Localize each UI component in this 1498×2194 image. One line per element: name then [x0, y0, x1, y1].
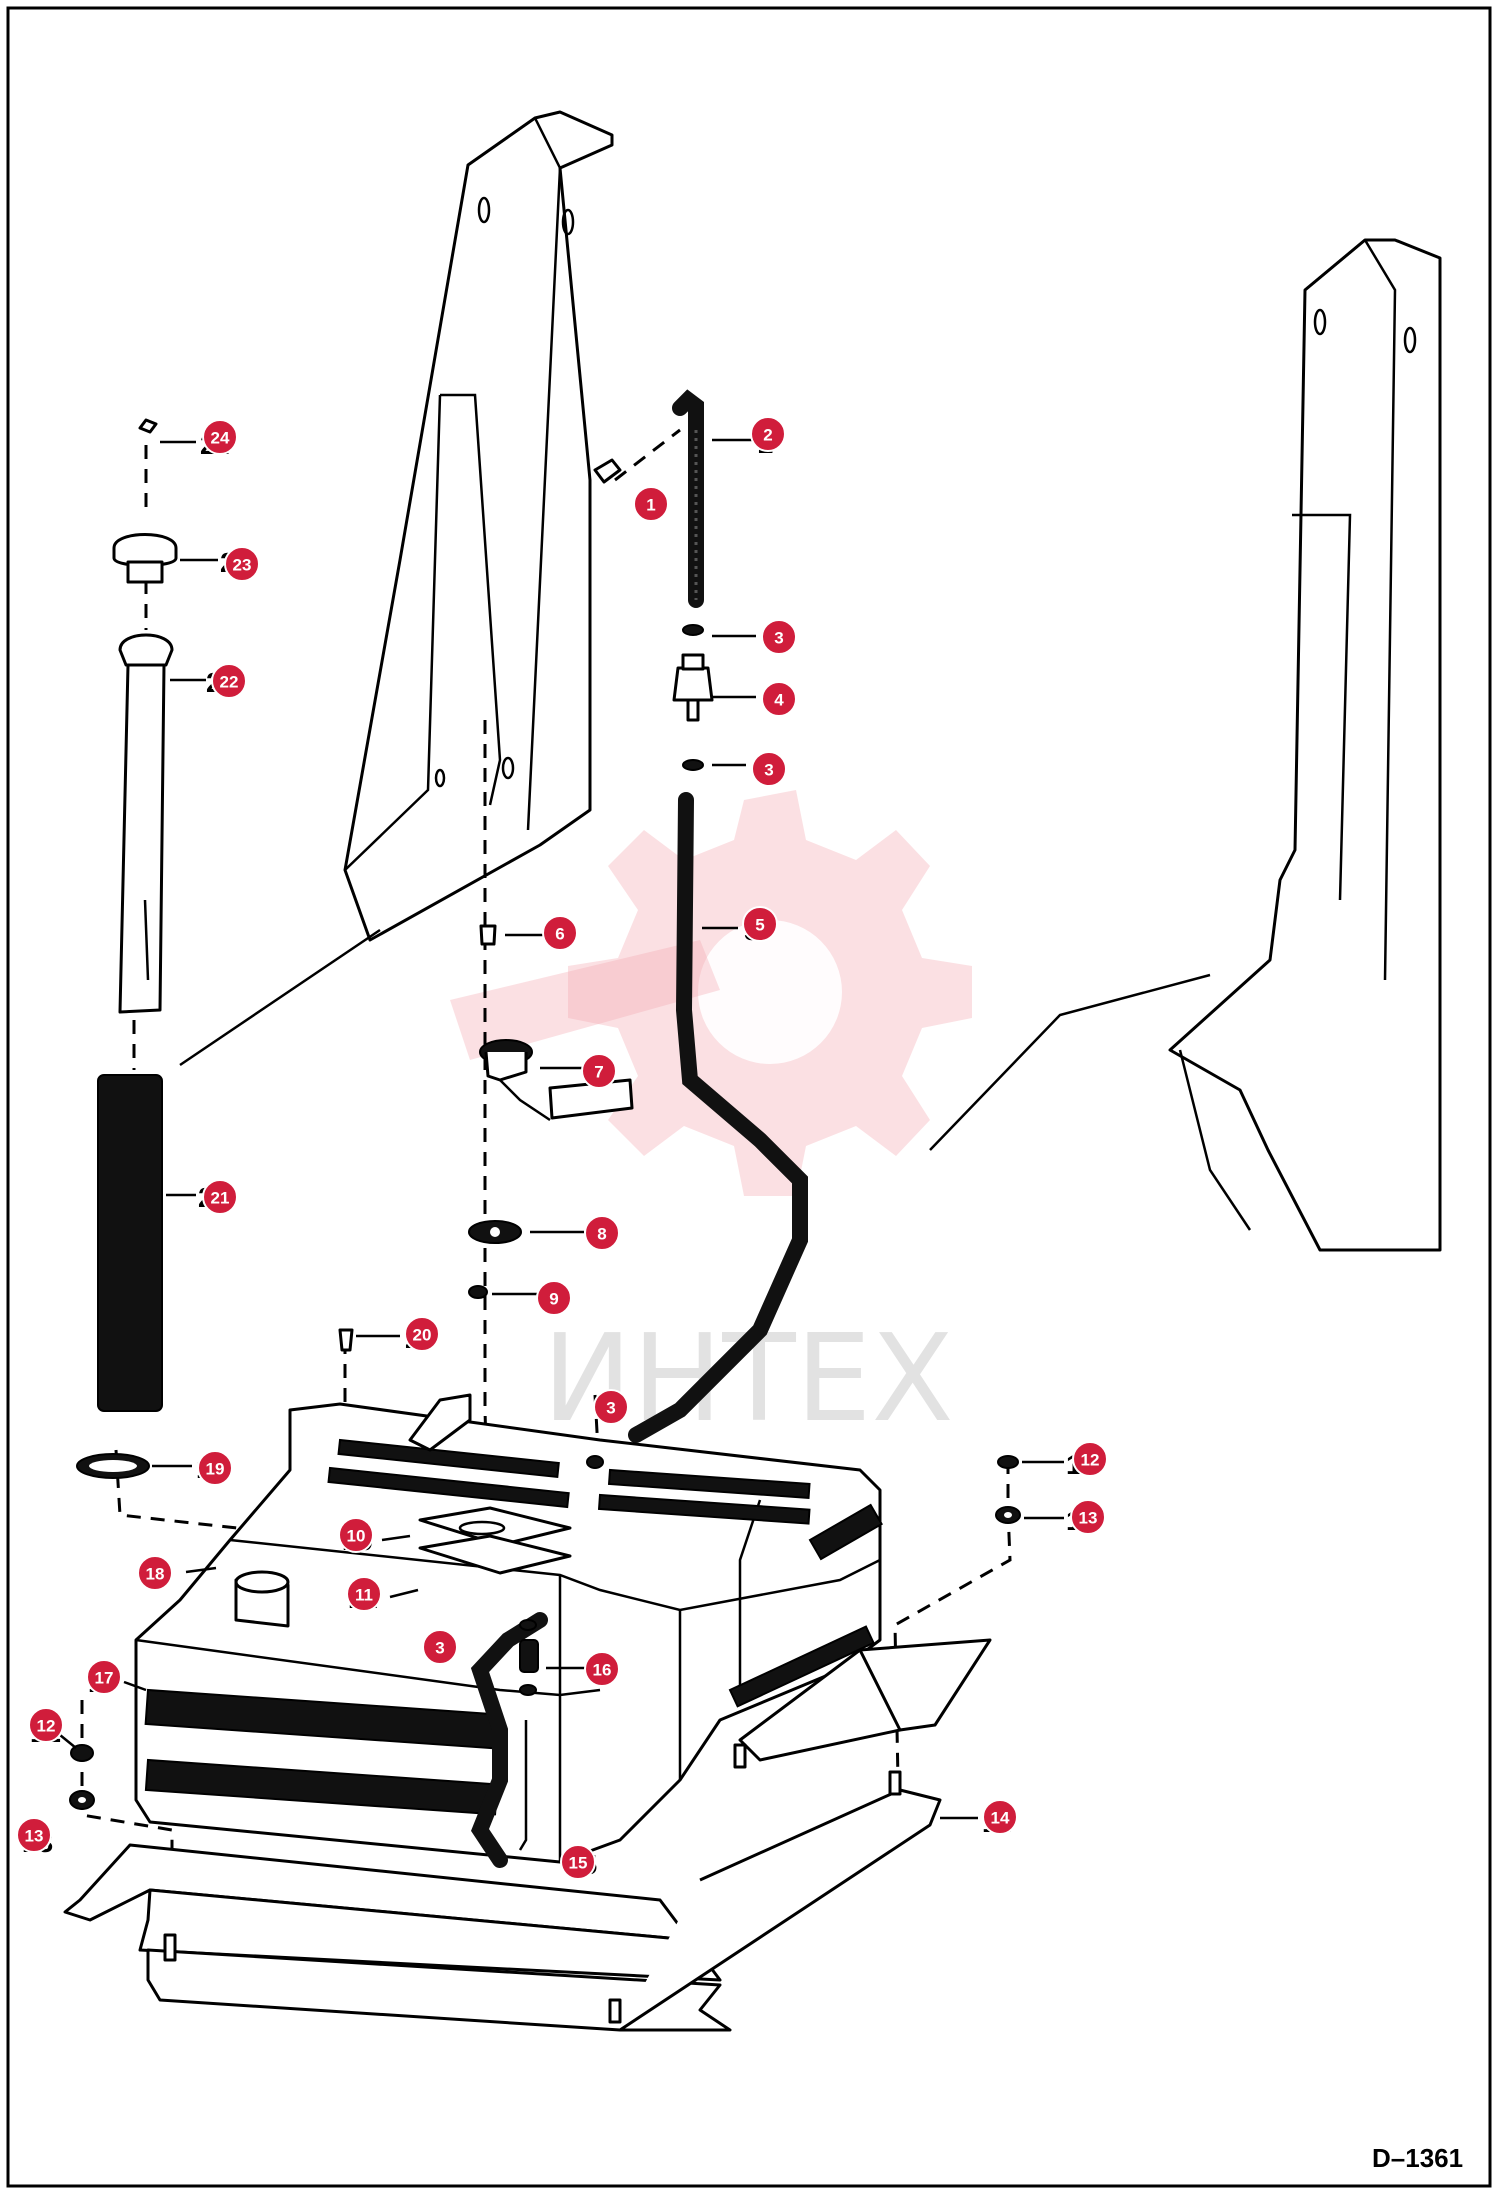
fuel-line-long: [628, 792, 808, 1443]
callout-badge-label: 9: [549, 1290, 558, 1309]
mounting-plate: [63, 1638, 992, 2032]
washers-left: [69, 1744, 95, 1810]
callout-badge-21[interactable]: 21: [202, 1179, 238, 1215]
callout-badge-19[interactable]: 19: [197, 1450, 233, 1486]
callout-badge-20[interactable]: 20: [404, 1316, 440, 1352]
callout-badge-label: 15: [569, 1854, 588, 1873]
callout-badge-label: 13: [1079, 1509, 1098, 1528]
filler-neck-assembly: [76, 418, 178, 1479]
callout-badge-label: 16: [593, 1661, 612, 1680]
callout-badge-3d[interactable]: 3: [422, 1629, 458, 1665]
callout-badge-label: 7: [594, 1063, 603, 1082]
callout-badge-23[interactable]: 23: [224, 546, 260, 582]
callout-badge-label: 14: [991, 1809, 1010, 1828]
callout-badge-17[interactable]: 17: [86, 1659, 122, 1695]
callout-badge-7[interactable]: 7: [581, 1053, 617, 1089]
callout-badge-label: 20: [413, 1326, 432, 1345]
callout-badge-label: 19: [206, 1460, 225, 1479]
callout-badge-22[interactable]: 22: [211, 663, 247, 699]
callout-badge-13a[interactable]: 13: [16, 1817, 52, 1853]
callout-badge-6[interactable]: 6: [542, 915, 578, 951]
callout-badge-2[interactable]: 2: [750, 416, 786, 452]
callout-badge-label: 5: [755, 916, 764, 935]
callout-badge-label: 2: [763, 426, 772, 445]
callout-badge-15[interactable]: 15: [560, 1844, 596, 1880]
diagram-frame: [6, 6, 1492, 2188]
callout-badge-label: 8: [597, 1225, 606, 1244]
callout-badge-label: 24: [211, 429, 230, 448]
callout-badge-24[interactable]: 24: [202, 419, 238, 455]
callout-badge-4[interactable]: 4: [761, 681, 797, 717]
callout-badge-label: 3: [764, 761, 773, 780]
left-upright: [179, 110, 614, 1067]
callout-badge-label: 18: [146, 1565, 165, 1584]
washers-right: [995, 1455, 1021, 1524]
callout-badge-14[interactable]: 14: [982, 1799, 1018, 1835]
callout-badge-label: 3: [606, 1399, 615, 1418]
callout-badge-label: 11: [355, 1586, 373, 1605]
callout-badge-label: 4: [774, 691, 784, 710]
callout-badge-10[interactable]: 10: [338, 1517, 374, 1553]
callout-badge-1[interactable]: 1: [633, 486, 669, 522]
callout-badge-label: 10: [347, 1527, 366, 1546]
callout-badge-label: 17: [95, 1669, 114, 1688]
callout-badge-3b[interactable]: 3: [751, 751, 787, 787]
callout-badge-label: 1: [646, 496, 655, 515]
callout-badge-label: 3: [774, 629, 783, 648]
callout-badge-5[interactable]: 5: [742, 906, 778, 942]
right-upright: [929, 238, 1442, 1252]
drawing-code: D–1361: [1372, 2143, 1463, 2173]
fuel-line-upper: [672, 389, 704, 608]
watermark-gear-icon: [450, 790, 972, 1196]
tank-bolt: [338, 1328, 354, 1352]
callout-badge-label: 21: [211, 1189, 230, 1208]
callout-badge-label: 3: [435, 1639, 444, 1658]
fuel-tank: [134, 1393, 883, 1868]
callout-badge-11[interactable]: 11: [346, 1576, 382, 1612]
callout-badges: 1234356789203242322211918101131617121315…: [16, 416, 1108, 1880]
callout-badge-12a[interactable]: 12: [28, 1707, 64, 1743]
callout-badge-label: 13: [25, 1827, 44, 1846]
callout-badge-label: 22: [220, 673, 239, 692]
callout-badge-9[interactable]: 9: [536, 1280, 572, 1316]
callout-badge-label: 6: [555, 925, 564, 944]
callout-badge-12b[interactable]: 12: [1072, 1441, 1108, 1477]
callout-badge-label: 23: [233, 556, 252, 575]
callout-badge-label: 12: [1081, 1451, 1100, 1470]
callout-badge-label: 12: [37, 1717, 56, 1736]
callout-badge-16[interactable]: 16: [584, 1651, 620, 1687]
callout-badge-3a[interactable]: 3: [761, 619, 797, 655]
fuel-filter-stack: [672, 624, 714, 771]
bolt: [593, 458, 622, 484]
callout-badge-13b[interactable]: 13: [1070, 1499, 1106, 1535]
callout-badge-3c[interactable]: 3: [593, 1389, 629, 1425]
callout-badge-18[interactable]: 18: [137, 1555, 173, 1591]
callout-badge-8[interactable]: 8: [584, 1215, 620, 1251]
watermark: ИНТЕХ: [450, 790, 972, 1449]
